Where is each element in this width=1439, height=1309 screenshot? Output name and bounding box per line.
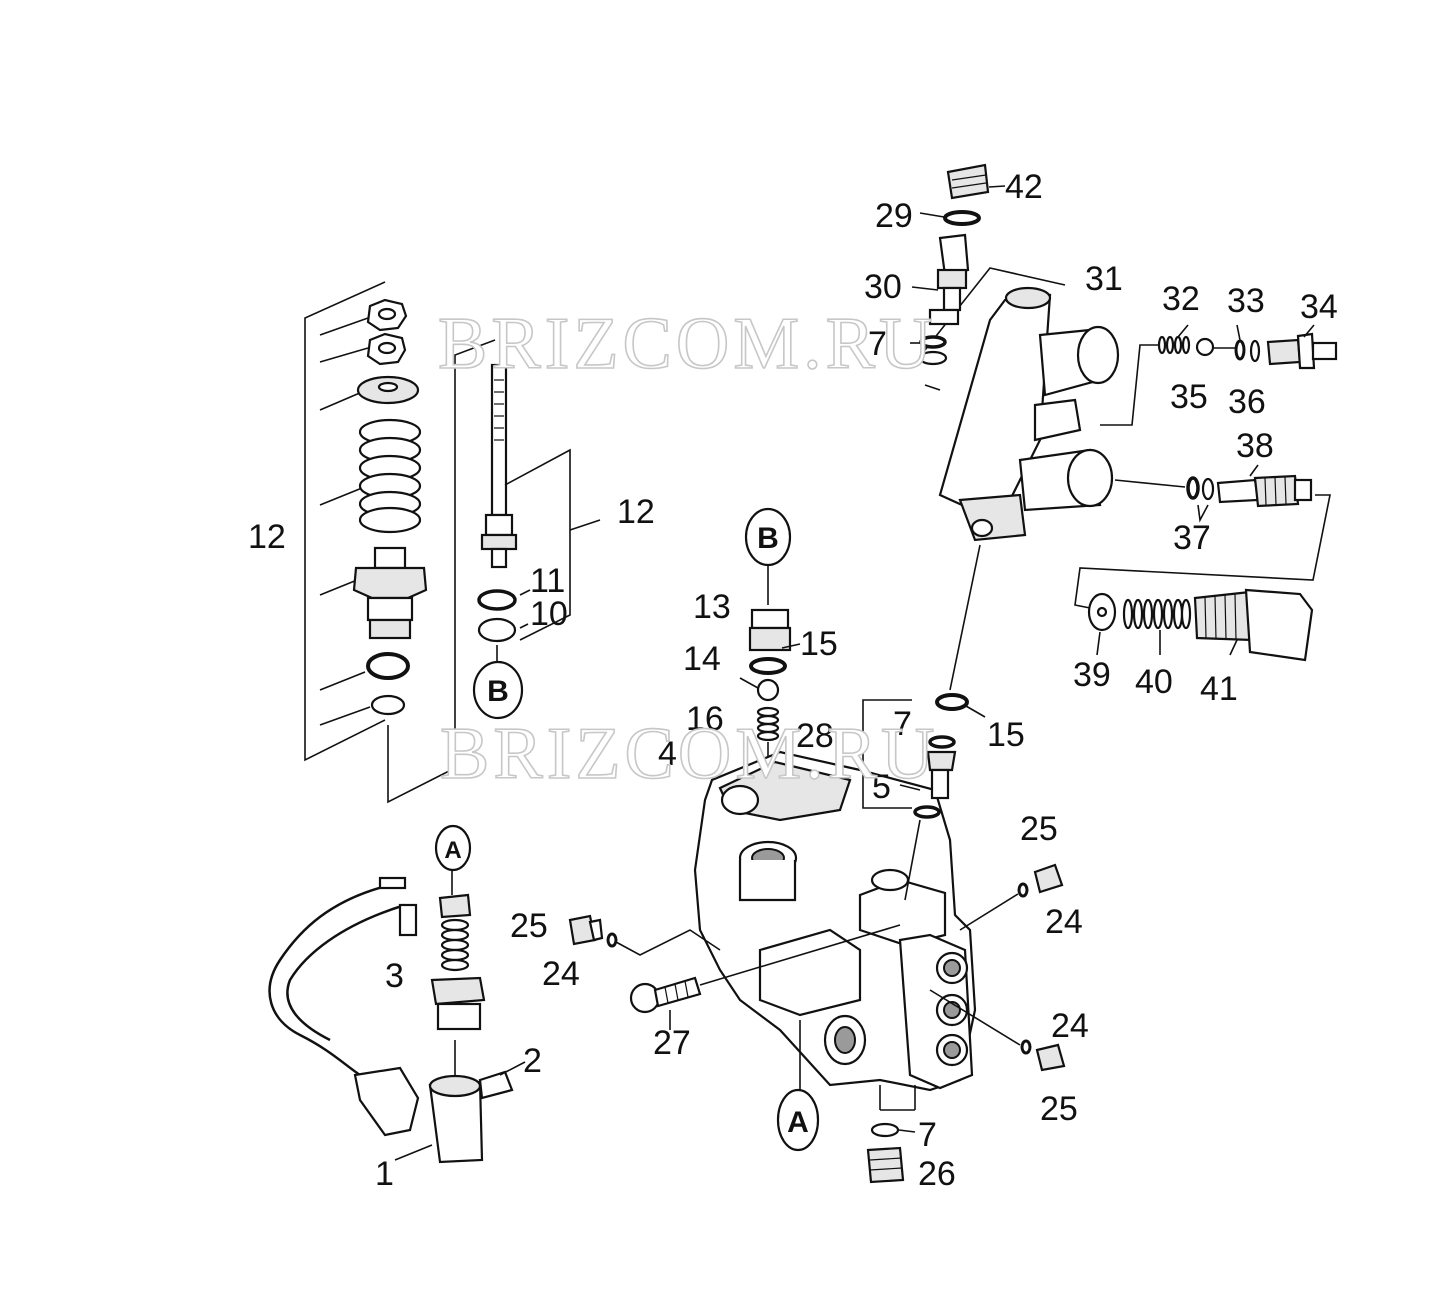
part-labels: 12 12 11 10 13 15 14 16 28 4 7 15 5 42 2…: [248, 168, 1338, 1193]
ring-10: [477, 617, 517, 643]
label-38: 38: [1236, 427, 1274, 465]
label-25-right-upper: 25: [1020, 810, 1058, 848]
plug-set-left: [568, 914, 721, 956]
nut-41: [1193, 590, 1254, 642]
callout-b-left: B: [472, 660, 524, 720]
label-16: 16: [686, 700, 724, 738]
top-fittings: [910, 163, 1006, 366]
label-41: 41: [1200, 670, 1238, 708]
label-3: 3: [385, 957, 404, 995]
center-check-valve: [739, 565, 801, 860]
valve-stack-left: [304, 281, 496, 804]
callout-b-center-text: B: [757, 522, 779, 555]
spring-large: [358, 418, 422, 534]
valve-rod: [477, 363, 601, 665]
side-fittings-lower: [1087, 588, 1314, 662]
label-28: 28: [796, 717, 834, 755]
ball-35: [1195, 337, 1215, 357]
callout-b-left-text: B: [487, 675, 509, 708]
callout-a-top-text: A: [444, 837, 461, 864]
connector-wire: [378, 876, 407, 890]
label-31: 31: [1085, 260, 1123, 298]
label-36: 36: [1228, 383, 1266, 421]
oring-11: [477, 589, 517, 611]
unloader-manifold: [924, 267, 1186, 542]
bottom-plug: [866, 1122, 916, 1184]
oring-15: [749, 657, 787, 675]
label-33: 33: [1227, 282, 1265, 320]
label-24-right-upper: 24: [1045, 903, 1083, 941]
label-15-center: 15: [800, 625, 838, 663]
label-1: 1: [375, 1155, 394, 1193]
bolt-27: [629, 924, 901, 1030]
port-31: [1076, 325, 1120, 385]
spring-16: [756, 706, 780, 742]
label-15-right: 15: [987, 716, 1025, 754]
spring-40: [1122, 598, 1192, 630]
label-25-left: 25: [510, 907, 548, 945]
watermark-middle: BRIZCOM.RU: [440, 713, 938, 795]
label-40: 40: [1135, 663, 1173, 701]
label-12-right: 12: [617, 493, 655, 531]
label-7-bottom: 7: [918, 1116, 937, 1154]
label-30: 30: [864, 268, 902, 306]
nipple-34: [1266, 338, 1302, 366]
spring-32: [1157, 335, 1191, 355]
callout-a-bottom: A: [776, 1088, 820, 1152]
oring-29: [943, 210, 981, 226]
label-24-left: 24: [542, 955, 580, 993]
side-fittings-middle: [1074, 464, 1331, 609]
pump-head-body: [693, 750, 977, 1111]
label-34: 34: [1300, 288, 1338, 326]
label-39: 39: [1073, 656, 1111, 694]
callout-a-top: A: [434, 824, 472, 872]
label-7-center: 7: [893, 705, 912, 743]
label-12-left: 12: [248, 518, 286, 556]
watermark-top: BRIZCOM.RU: [438, 303, 936, 385]
piston-3: [438, 893, 472, 919]
ball-14: [756, 678, 780, 702]
oring-large: [366, 652, 410, 680]
oring-15b: [935, 693, 969, 711]
label-27: 27: [653, 1024, 691, 1062]
callout-a-bottom-text: A: [787, 1106, 809, 1139]
plug-42: [946, 163, 990, 200]
side-fittings-upper: [1157, 324, 1338, 370]
label-35: 35: [1170, 378, 1208, 416]
valve-seat-13: [750, 608, 790, 630]
valve-30: [938, 233, 970, 277]
label-14: 14: [683, 640, 721, 678]
pressure-switch-assembly: [268, 870, 526, 1164]
label-2: 2: [523, 1042, 542, 1080]
label-10: 10: [530, 595, 568, 633]
label-5: 5: [872, 768, 891, 806]
label-26: 26: [918, 1155, 956, 1193]
label-29: 29: [875, 197, 913, 235]
label-42: 42: [1005, 168, 1043, 206]
plug-set-right-lower: [929, 989, 1066, 1072]
oring-small: [370, 694, 406, 716]
label-4: 4: [658, 735, 677, 773]
label-24-right-lower: 24: [1051, 1007, 1089, 1045]
bolt-head: [629, 982, 661, 1014]
plug-set-right-upper: [959, 863, 1064, 931]
label-32: 32: [1162, 280, 1200, 318]
label-11: 11: [530, 562, 565, 600]
valve-body: [352, 546, 428, 640]
valve-5: [926, 750, 957, 772]
callout-b-center: B: [744, 507, 792, 567]
bracket-12-left: [304, 281, 386, 762]
right-center-fittings: [862, 544, 986, 901]
label-25-right-lower: 25: [1040, 1090, 1078, 1128]
valve-38: [1216, 478, 1260, 504]
plug-26: [866, 1146, 905, 1184]
label-37: 37: [1173, 519, 1211, 557]
label-7-top: 7: [868, 325, 887, 363]
label-13: 13: [693, 588, 731, 626]
